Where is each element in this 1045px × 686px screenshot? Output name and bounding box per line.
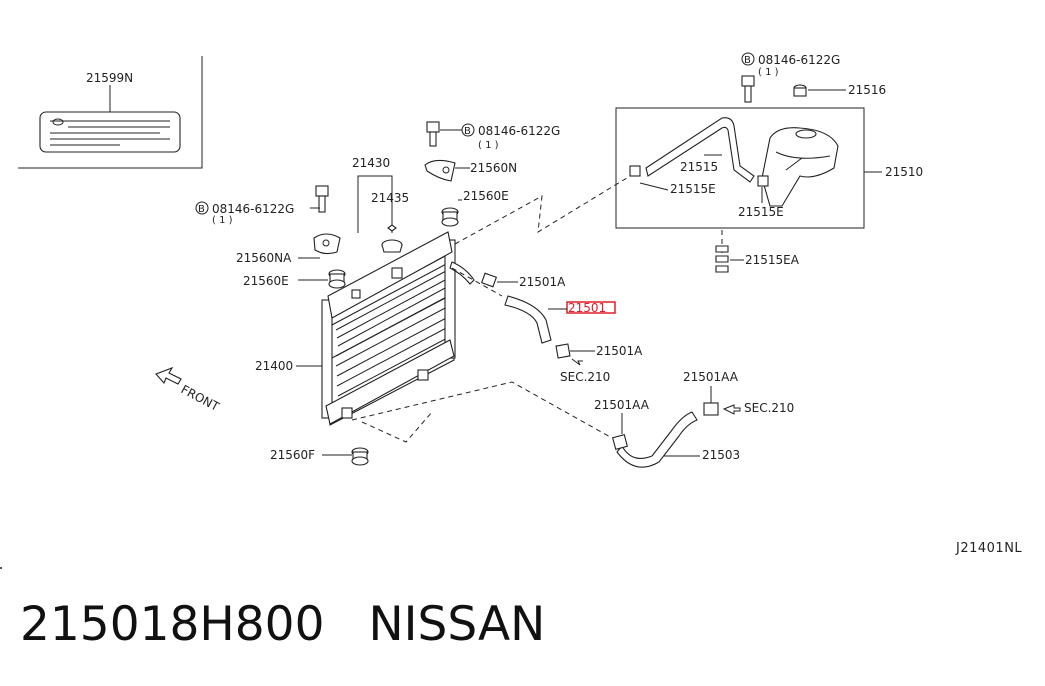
- label-21400: 21400: [255, 359, 293, 373]
- bolt-qty-1: ( 1 ): [478, 140, 499, 151]
- bolt-symbol-1: B: [464, 126, 471, 137]
- label-21515E-a: 21515E: [670, 182, 716, 196]
- label-21510: 21510: [885, 165, 923, 179]
- radiator-cap: 21430 21435: [352, 156, 409, 253]
- upper-mount-left: B 08146-6122G ( 1 ) 21560NA 21560E: [195, 185, 346, 289]
- clip-21515EA: 21515EA: [715, 230, 800, 274]
- edge-marker: [0, 567, 2, 569]
- label-21516: 21516: [848, 83, 886, 97]
- front-indicator: FRONT: [155, 366, 222, 414]
- radiator: [321, 231, 475, 426]
- label-21515EA: 21515EA: [745, 253, 800, 267]
- label-21515E-b: 21515E: [738, 205, 784, 219]
- bolt-code-1: 08146-6122G: [478, 124, 560, 138]
- bolt-code-2: 08146-6122G: [212, 202, 294, 216]
- dashed-leaders: [351, 169, 641, 443]
- upper-mount-right: B 08146-6122G ( 1 ) 21560N 21560E: [424, 121, 560, 227]
- label-21501A-bottom: 21501A: [596, 344, 643, 358]
- bolt-symbol-2: B: [198, 204, 205, 215]
- label-21560N: 21560N: [470, 161, 517, 175]
- reservoir-inset: 21510 21515 21515E 21515E: [615, 107, 923, 229]
- bolt-qty-2: ( 1 ): [212, 215, 233, 226]
- label-21599N: 21599N: [86, 71, 133, 85]
- upper-hose: 21501A 21501 21501A SEC.210: [480, 272, 643, 384]
- label-21515: 21515: [680, 160, 718, 174]
- label-21560E-top: 21560E: [463, 189, 509, 203]
- front-label: FRONT: [179, 382, 222, 414]
- highlight-21501: [566, 301, 616, 314]
- label-21560F: 21560F: [270, 448, 315, 462]
- label-21501AA-left: 21501AA: [594, 398, 650, 412]
- label-21501AA-top: 21501AA: [683, 370, 739, 384]
- bolt-symbol-0: B: [744, 55, 751, 66]
- label-21501: 21501: [568, 301, 606, 315]
- lower-hose: 21501AA SEC.210 21501AA 21503: [594, 370, 794, 468]
- diagram-reference-code: J21401NL: [956, 541, 1023, 556]
- sec210-b: SEC.210: [744, 401, 794, 415]
- label-21560NA: 21560NA: [236, 251, 292, 265]
- reservoir-fasteners: B 08146-6122G ( 1 ) 21516: [741, 52, 886, 103]
- label-21560E-left: 21560E: [243, 274, 289, 288]
- footer-part-number: 215018H800: [20, 597, 325, 652]
- sec210-a: SEC.210: [560, 370, 610, 384]
- footer-brand: NISSAN: [368, 597, 546, 652]
- label-21503: 21503: [702, 448, 740, 462]
- label-21435: 21435: [371, 191, 409, 205]
- label-21430: 21430: [352, 156, 390, 170]
- bolt-code-0: 08146-6122G: [758, 53, 840, 67]
- label-21501A-top: 21501A: [519, 275, 566, 289]
- label-inset: 21599N: [18, 56, 203, 169]
- parts-diagram: 21599N: [0, 52, 923, 569]
- bolt-qty-0: ( 1 ): [758, 67, 779, 78]
- footer: 215018H800 NISSAN: [20, 597, 545, 652]
- lower-mount: 21560F: [270, 447, 369, 466]
